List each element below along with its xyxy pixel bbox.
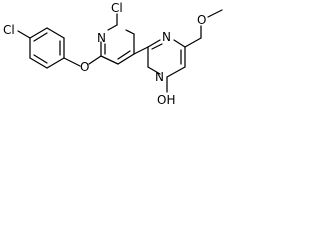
atom-n-pyrimidine-1: N <box>162 30 171 44</box>
atom-o-ether: O <box>80 60 89 74</box>
bond-o-ch3 <box>207 9 223 18</box>
atom-cl-aryl: Cl <box>3 23 15 37</box>
bond-ring-ch2 <box>184 37 202 48</box>
atom-n-pyrimidine-3: N <box>155 70 164 84</box>
bond-phenyl-o <box>63 57 81 67</box>
atom-cl-pyridine: Cl <box>111 1 123 15</box>
chlorophenyl-ring <box>29 27 65 69</box>
bond-o-pyridine <box>88 55 102 65</box>
pyrimidine-ring <box>147 39 186 78</box>
atom-n-pyridine: N <box>97 31 106 45</box>
bond-cl-phenyl <box>17 30 31 39</box>
chemical-structure: Cl O N Cl N N O OH <box>3 1 223 107</box>
bond-pyridine-pyrimidine <box>133 46 149 55</box>
pyridine-ring <box>100 24 135 65</box>
atom-o-methoxy: O <box>197 13 206 27</box>
atom-oh: OH <box>157 93 175 107</box>
